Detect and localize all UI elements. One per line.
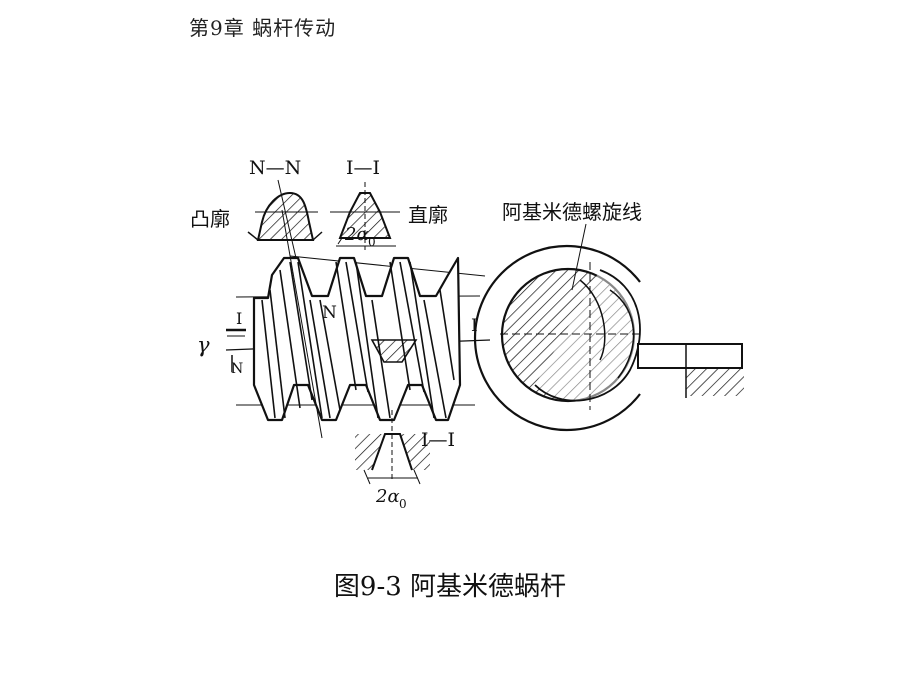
label-alpha-sub-top: 0 [368,235,376,249]
figure-caption: 图9-3 阿基米德蜗杆 [333,572,567,602]
label-n-left: N [231,361,243,377]
label-section-ii-bottom: I—I [421,429,455,451]
label-i-left: I [236,309,242,328]
chapter-header: 第9章 蜗杆传动 [189,16,337,40]
label-i-right: I [471,316,478,336]
label-section-ii-top: I—I [346,157,380,179]
label-n-body: N [322,303,337,323]
section-nn-convex-profile [247,179,323,259]
label-straight-profile: 直廓 [408,203,448,227]
worm-side-view [225,209,491,439]
label-alpha-sub-bottom: 0 [399,497,407,511]
label-convex-profile: 凸廓 [190,207,230,231]
label-archimedes-spiral: 阿基米德螺旋线 [502,200,642,224]
section-ii-straight-profile [330,182,400,250]
label-two-alpha-bottom: 2α [375,486,400,507]
section-ii-bottom [355,410,430,485]
label-gamma: γ [197,333,210,357]
worm-end-view [473,223,744,432]
label-two-alpha-top: 2α [344,224,369,245]
label-section-nn: N—N [249,157,301,179]
